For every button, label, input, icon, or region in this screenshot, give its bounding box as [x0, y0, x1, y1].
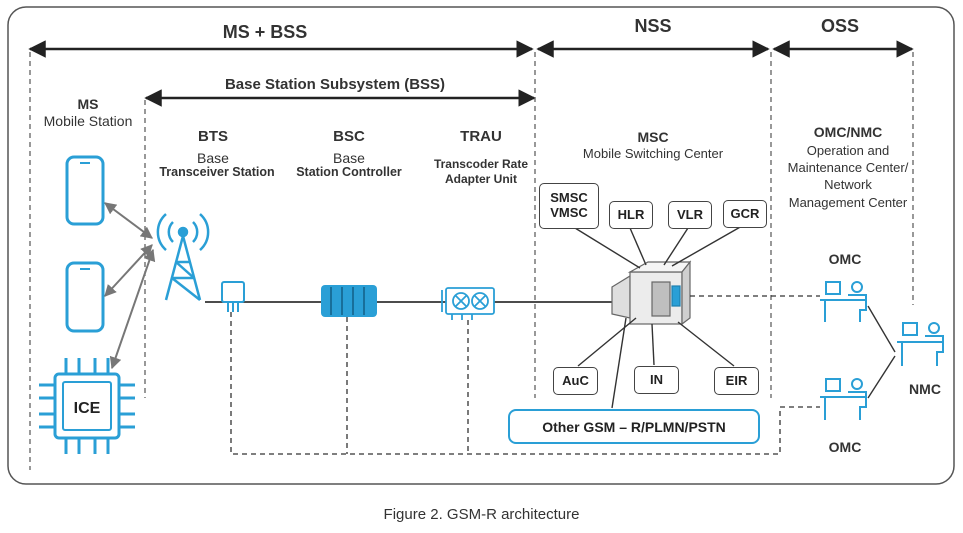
omc-nmc-line4: Management Center: [788, 195, 908, 210]
omc-bottom-label: OMC: [828, 439, 862, 455]
ice-label: ICE: [74, 400, 101, 417]
vlr-box: VLR: [668, 201, 712, 229]
msc-server-icon: [611, 260, 692, 326]
phone-icon: [65, 261, 105, 333]
ms-title: MS: [77, 96, 99, 112]
omc-nmc-line1: Operation and: [806, 143, 890, 158]
other-networks-box: Other GSM – R/PLMN/PSTN: [508, 409, 760, 444]
omc-workstation-icon: [820, 281, 867, 322]
bss-span-label: Base Station Subsystem (BSS): [224, 76, 446, 93]
bsc-line1: Base: [333, 150, 365, 166]
omc-top-label: OMC: [828, 251, 862, 267]
omc-nmc-line2: Maintenance Center/: [787, 160, 909, 175]
trau-title: TRAU: [460, 128, 502, 145]
auc-box: AuC: [553, 367, 598, 395]
trau-card-icon: [441, 287, 495, 320]
in-box: IN: [634, 366, 679, 394]
segment-nss-label: NSS: [634, 16, 672, 36]
bts-title: BTS: [198, 128, 228, 145]
smsc-vmsc-box: SMSC VMSC: [539, 183, 599, 229]
trau-line1: Transcoder Rate: [433, 157, 529, 171]
smsc-label: SMSC: [550, 190, 588, 206]
segment-oss-label: OSS: [820, 16, 859, 36]
omc-workstation-icon: [820, 378, 867, 420]
bts-line1: Base: [197, 150, 229, 166]
omc-nmc-line3: Network: [824, 177, 872, 192]
hlr-box: HLR: [609, 201, 653, 229]
msc-subtitle: Mobile Switching Center: [582, 146, 724, 161]
bts-line2: Transceiver Station: [159, 165, 275, 179]
phone-icon: [65, 155, 105, 226]
antenna-tower-icon: [156, 213, 210, 301]
ms-subtitle: Mobile Station: [43, 113, 133, 129]
oss-dashed-links: [230, 295, 820, 455]
trau-line2: Adapter Unit: [445, 172, 517, 186]
omc-nmc-links: [867, 305, 896, 399]
ice-chip-icon: [39, 358, 135, 454]
gcr-box: GCR: [723, 200, 767, 228]
bts-unit-icon: [221, 281, 245, 312]
outer-frame: [7, 6, 955, 485]
nmc-workstation-icon: [897, 322, 944, 366]
vmsc-label: VMSC: [550, 205, 588, 220]
figure-caption: Figure 2. GSM-R architecture: [383, 506, 580, 523]
bsc-title: BSC: [333, 128, 365, 145]
bsc-rack-icon: [321, 285, 377, 317]
segment-ms-bss-label: MS + BSS: [222, 22, 308, 42]
omc-nmc-title: OMC/NMC: [813, 124, 883, 140]
eir-box: EIR: [714, 367, 759, 395]
nmc-label: NMC: [909, 381, 941, 397]
nss-connectors: [574, 225, 743, 409]
msc-title: MSC: [637, 129, 669, 145]
bsc-line2: Station Controller: [296, 165, 402, 179]
radio-links: [104, 202, 156, 370]
